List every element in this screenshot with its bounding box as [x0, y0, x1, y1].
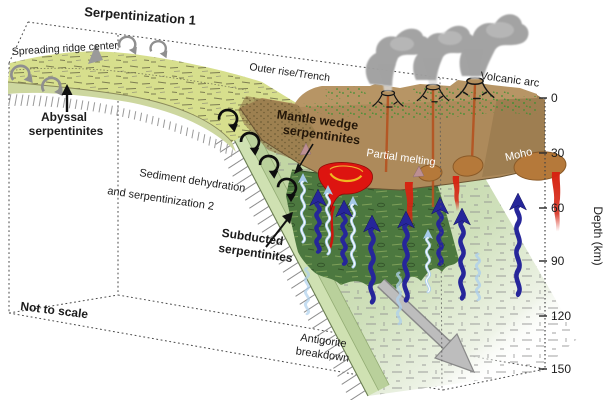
curl-arrow-icon [117, 35, 139, 57]
ridge-curl-arrows [8, 35, 169, 101]
label-not-to-scale: Not to scale [20, 299, 90, 321]
fault-flag-icon [88, 44, 103, 64]
subduction-arrow-icon [377, 278, 476, 374]
abyssal-arrow-icon [61, 84, 73, 95]
magma-conduits [384, 83, 477, 207]
label-abyssal-serpentinites-1: Abyssal [41, 110, 87, 124]
slab-edge-hatching [212, 128, 368, 400]
magma-blob-icon [317, 162, 373, 249]
depth-tick-60: 60 [551, 201, 565, 215]
label-abyssal-serpentinites-2: serpentinites [29, 124, 104, 138]
subducted-arrow-icon [282, 212, 293, 224]
label-serpentinization-1: Serpentinization 1 [84, 4, 197, 28]
oceanic-plate [7, 51, 298, 158]
curl-arrow-icon [149, 40, 169, 60]
mantle-wedge-arrow-icon [294, 163, 303, 174]
ridge-axis-dotted-line [15, 67, 247, 91]
section-dashed-line [439, 77, 443, 389]
label-outer-rise-trench: Outer rise/Trench [249, 61, 331, 84]
annotation-arrows [61, 84, 314, 248]
label-sediment-dehydration-2: and serpentinization 2 [107, 185, 215, 213]
plate-edge-hatching [8, 94, 234, 158]
depth-tick-0: 0 [551, 91, 558, 105]
vegetation-speckles [296, 96, 537, 120]
depth-tick-30: 30 [551, 146, 565, 160]
depth-tick-120: 120 [551, 309, 571, 323]
smoke-highlights [390, 22, 514, 51]
depth-tick-90: 90 [551, 254, 565, 268]
wedge-underside-edge [239, 107, 546, 191]
depth-tick-150: 150 [551, 362, 571, 376]
depth-axis-label: Depth (km) [591, 206, 605, 265]
depth-axis: 0 30 60 90 120 150 Depth (km) [539, 91, 605, 376]
